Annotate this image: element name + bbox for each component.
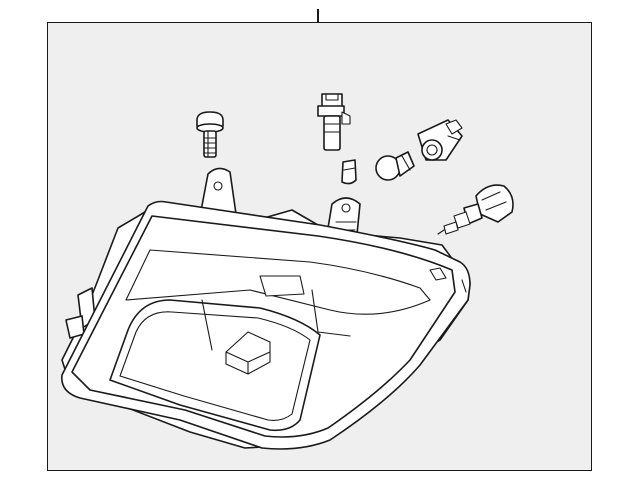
twist-socket: [417, 119, 463, 161]
bulb-socket-connector: [317, 93, 351, 151]
halogen-bulb: [437, 184, 514, 235]
callout-leader-line: [317, 9, 319, 22]
wedge-bulb: [341, 159, 357, 185]
mounting-bolt: [196, 111, 224, 158]
round-bulb: [375, 151, 415, 181]
headlamp-housing: [61, 167, 471, 450]
